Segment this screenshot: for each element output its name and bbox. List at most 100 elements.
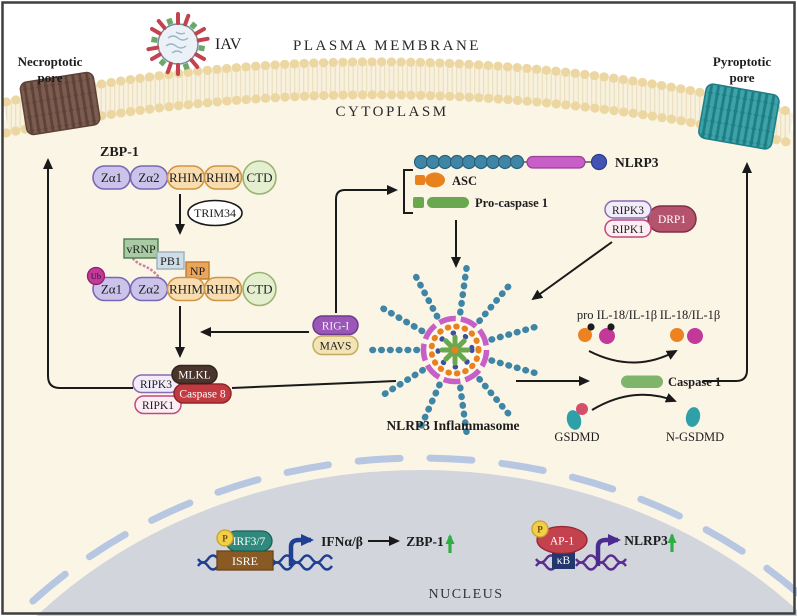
pro-il-label: pro IL-18/IL-1β [577,308,657,322]
gsdmd-n-icon [576,403,588,415]
nlrp3-monomer: NLRP3 [413,153,659,171]
nucleus-label: NUCLEUS [428,587,503,602]
zbp1-domain-chain: Zα1 Zα2 RHIM RHIM CTD [92,160,277,195]
pro-domain-icon [607,323,615,331]
necroptotic-pore-label-line1: Necroptotic [18,54,83,69]
domain-rhim2-label: RHIM [206,170,240,185]
caspase1-icon [621,375,663,388]
ubiquitin-icon [86,266,106,286]
caspase-core-icon [439,334,471,366]
n-gsdmd-label: N-GSDMD [666,430,724,444]
drp1-complex: DRP1 RIPK3 RIPK1 [604,200,697,238]
gsdmd-group: GSDMD [554,403,600,444]
ripk3-label: RIPK3 [140,379,172,391]
il1b-icon [687,328,703,344]
plasma-membrane [1,57,796,148]
gsdmd-cleavage-arrow [591,393,677,411]
necroptotic-pore-label-line2: pore [37,70,62,85]
domain-za2-label: Zα2 [138,282,159,297]
pro-il1b-icon [599,328,615,344]
gsdmd-c-icon [566,410,582,430]
phospho-label: P [222,534,228,544]
ap1-tf [536,525,588,555]
np-label: NP [190,264,206,278]
asc-ring-icon [428,323,482,377]
lipid-heads-inner-icon [1,90,796,148]
mavs-label: MAVS [320,341,352,353]
lipid-tails-icon [3,63,795,142]
necrosome-to-inflammasome-line [231,380,397,389]
ripk1-label: RIPK1 [612,224,644,236]
wheel-center-dot [451,346,459,354]
procaspase-body-icon [427,197,469,208]
domain-za1-label: Zα1 [101,170,122,185]
nlrp3-gene-label: NLRP3 [624,533,668,548]
dna-helix-icon [197,554,333,564]
transcription-arrow-icon [288,534,314,566]
lrr-spokes-icon [367,257,543,443]
nucleus-body [36,470,797,616]
phospho-icon [216,529,234,547]
domain-ctd-label: CTD [247,170,273,185]
asc-card-icon [425,172,445,188]
transcription-arrow-icon [595,534,621,566]
rigi-label: RIG-I [322,321,350,333]
trim34-label: TRIM34 [194,206,236,220]
ifnab-label: IFNα/β [321,534,363,549]
domain-rhim2-label: RHIM [206,282,240,297]
ripk1-label: RIPK1 [142,400,174,412]
nlrp3-transcription-module: κB AP-1 P NLRP3 [531,520,677,571]
asc-label: ASC [452,174,477,188]
necrosome-complex: RIPK3 RIPK1 Caspase 8 MLKL [132,364,232,415]
rigi-mavs-complex: RIG-I MAVS [312,185,398,356]
zbp1-gene-label: ZBP-1 [406,534,444,549]
bracket-icon [403,169,413,214]
n-gsdmd-group: N-GSDMD [666,407,724,444]
nlrp3-label: NLRP3 [615,155,659,170]
nlrp3-inflammasome-icon [367,257,543,443]
pyroptotic-pore-icon [698,83,780,150]
mlkl-label: MLKL [178,370,211,382]
iav-label: IAV [215,36,242,53]
pyd-ring-icon [435,330,475,370]
nlrp3-inflammasome-label: NLRP3 Inflammasome [386,418,519,433]
domain-za1-label: Zα1 [101,282,122,297]
virus-rna-segments-icon [165,31,189,54]
necroptotic-pore-icon [19,71,101,136]
nucleus-region [12,454,797,616]
isre-label: ISRE [232,554,258,568]
drp1-to-inflammasome-arrow [531,241,613,301]
gsdmd-label: GSDMD [554,430,599,444]
zbp1-title: ZBP-1 [100,145,139,160]
vrnp-label: vRNP [126,242,156,256]
drp1-label: DRP1 [658,214,686,226]
n-gsdmd-icon [685,407,701,427]
nacht-domain-icon [526,155,586,169]
asc-pyd-icon [415,175,425,185]
irf37-label: IRF3/7 [233,536,266,548]
asc-procaspase-complex: ASC Pro-caspase 1 [403,169,548,214]
ap1-label: AP-1 [550,536,575,548]
cytokine-maturation-arrow [588,350,678,364]
pyd-domain-icon [590,153,608,171]
nacht-ring-icon [420,315,490,385]
il18-icon [670,328,684,342]
virus-spikes-icon [146,12,210,76]
pyroptosis-arrow [703,162,752,382]
pro-caspase1-label: Pro-caspase 1 [475,196,548,210]
ubiquitin-label: Ub [91,271,101,281]
trim34-badge: TRIM34 [187,199,243,227]
mature-cytokines: IL-18/IL-1β [660,308,720,344]
domain-rhim1-label: RHIM [169,282,203,297]
necroptosis-arrow [43,158,133,389]
rigi-to-asc-arrow [335,185,398,313]
pro-il18-icon [578,328,592,342]
pro-cytokines: pro IL-18/IL-1β [577,308,657,344]
lrr-domain-icon [413,154,525,170]
procaspase-card-icon [413,197,424,208]
pyroptotic-pore-label-line1: Pyroptotic [713,54,771,69]
plasma-membrane-label: PLASMA MEMBRANE [293,38,481,54]
phospho-label: P [537,525,543,535]
